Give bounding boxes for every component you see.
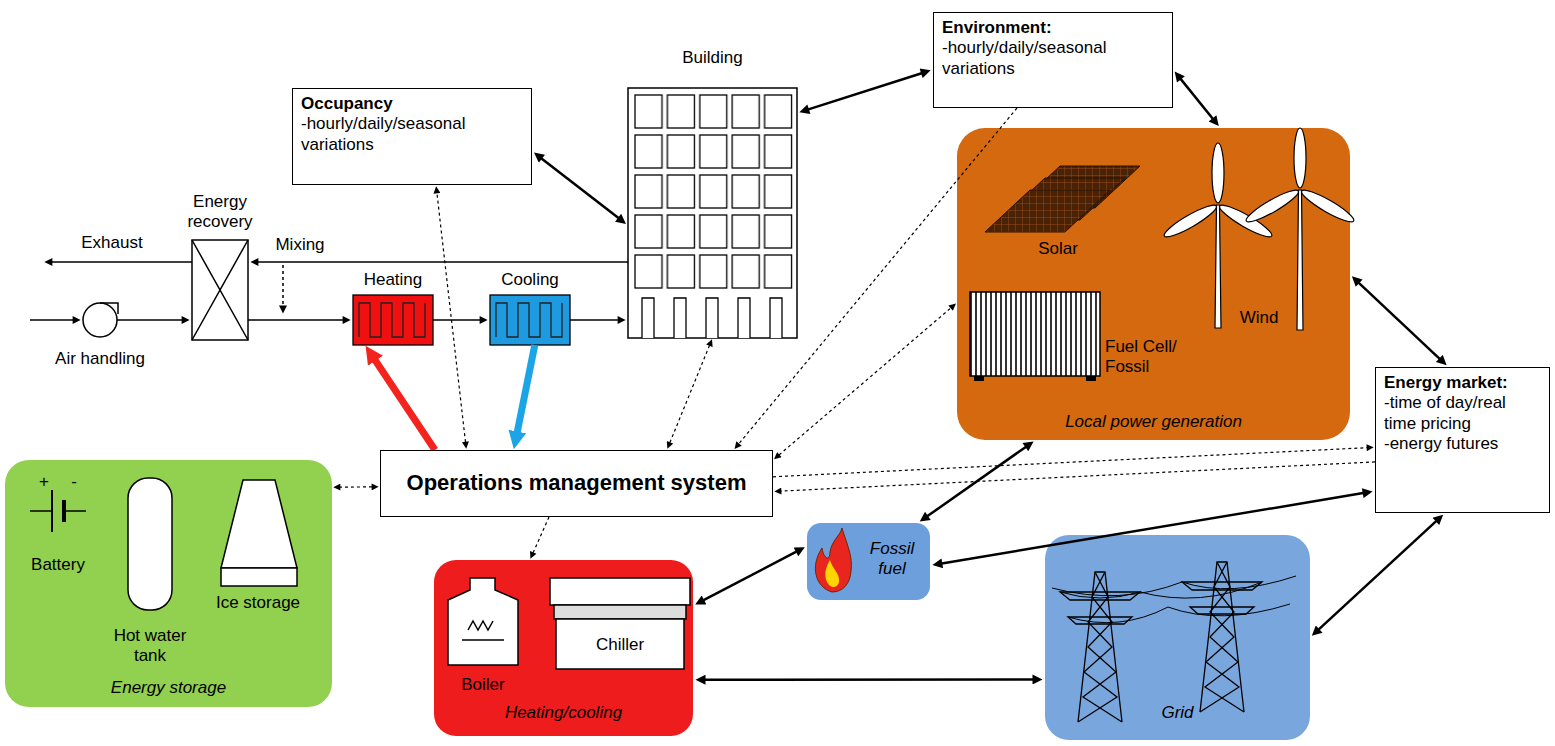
wind-turbine xyxy=(1243,128,1356,330)
heating-coil: Heating xyxy=(353,295,433,345)
transmission-tower xyxy=(1182,562,1262,712)
box-heading: Occupancy xyxy=(301,94,523,114)
local-power-region: Local power generation xyxy=(957,128,1350,440)
solar-panels xyxy=(985,166,1140,232)
box-text: -hourly/daily/seasonal variations xyxy=(301,114,523,155)
control-arrow xyxy=(375,360,435,450)
airflow-arrow xyxy=(570,319,618,321)
airflow-arrow xyxy=(117,319,182,321)
box-text: Local power generation xyxy=(957,412,1350,432)
building-drawing xyxy=(628,88,797,338)
heating-cooling-ground xyxy=(434,560,693,736)
storage-region: Energy storage xyxy=(5,460,332,707)
grid-ground xyxy=(1045,535,1310,740)
air-path-drawing xyxy=(30,240,283,340)
double-arrow xyxy=(808,73,921,109)
box-text: Air handling xyxy=(40,349,160,369)
part-label: Fuel Cell/ Fossil xyxy=(1105,337,1191,378)
part-label: Boiler xyxy=(453,675,513,695)
double-arrow xyxy=(942,493,1363,563)
building: Building xyxy=(628,88,797,338)
dotted-arrow xyxy=(533,517,549,553)
heating-coil-drawing xyxy=(353,295,433,345)
wind-turbine xyxy=(1161,143,1274,328)
box-text: Heating xyxy=(343,270,443,290)
air-handling-fan: Air handling xyxy=(83,303,117,337)
box-text: Cooling xyxy=(480,270,580,290)
box-text: Energy storage xyxy=(5,678,332,698)
double-arrow xyxy=(1181,79,1213,119)
local-power-ground xyxy=(957,128,1350,440)
polarity-sign: + xyxy=(36,472,52,492)
fossil-fuel-box: Fossil fuel xyxy=(807,523,930,600)
dotted-arrow xyxy=(437,193,466,442)
polarity-sign: - xyxy=(66,472,82,492)
box-text: -hourly/daily/seasonal variations xyxy=(942,38,1164,79)
energy-recovery: Energy recovery xyxy=(192,240,248,340)
dotted-arrow xyxy=(340,486,372,487)
box-heading: Energy market: xyxy=(1384,373,1541,393)
ice-storage xyxy=(221,480,297,586)
chiller xyxy=(550,578,690,669)
fuel-cell xyxy=(970,292,1100,381)
part-label: Hot water tank xyxy=(105,626,195,667)
double-arrow xyxy=(704,552,797,601)
dotted-arrow xyxy=(779,308,951,455)
dotted-arrow xyxy=(670,345,710,442)
part-label: Solar xyxy=(1028,239,1088,259)
box-text: -time of day/real time pricing xyxy=(1384,393,1541,434)
info-box: Occupancy-hourly/daily/seasonal variatio… xyxy=(292,88,532,185)
airflow-arrow xyxy=(433,319,480,321)
flame-icon xyxy=(815,528,851,592)
info-box: Energy market:-time of day/real time pri… xyxy=(1375,367,1550,513)
hot-water-tank xyxy=(128,478,172,610)
fossil-ground xyxy=(807,523,930,600)
grid-region: Grid xyxy=(1045,535,1310,740)
double-arrow xyxy=(1359,283,1440,359)
box-heading: Environment: xyxy=(942,18,1164,38)
part-label: Wind xyxy=(1234,308,1284,328)
power-lines xyxy=(1052,576,1296,623)
box-text: Heating/cooling xyxy=(434,703,693,723)
battery-symbol xyxy=(30,490,86,532)
storage-ground xyxy=(5,460,332,707)
double-arrow xyxy=(542,158,619,218)
box-text: Building xyxy=(628,48,797,68)
boiler xyxy=(448,578,518,665)
box-text: -energy futures xyxy=(1384,434,1541,454)
cooling-coil: Cooling xyxy=(490,295,570,345)
part-label: Exhaust xyxy=(72,233,152,253)
airflow-arrow xyxy=(258,261,628,263)
part-label: Ice storage xyxy=(208,593,308,613)
airflow-arrow xyxy=(248,319,343,321)
cooling-coil-drawing xyxy=(490,295,570,345)
box-text: Energy recovery xyxy=(170,192,270,233)
info-box: Environment:-hourly/daily/seasonal varia… xyxy=(933,12,1173,108)
control-arrow xyxy=(517,345,535,432)
double-arrow xyxy=(1319,521,1436,629)
dotted-arrow xyxy=(739,108,1017,444)
part-label: Chiller xyxy=(580,635,660,655)
part-label: Battery xyxy=(23,555,93,575)
part-label: Mixing xyxy=(265,235,335,255)
box-text: Operations management system xyxy=(407,470,747,496)
box-text: Fossil fuel xyxy=(855,539,929,580)
box-text: Grid xyxy=(1045,703,1310,723)
management-box: Operations management system xyxy=(380,450,773,517)
dotted-arrow xyxy=(781,462,1375,491)
dotted-arrow xyxy=(773,448,1367,477)
double-arrow xyxy=(705,678,1033,681)
